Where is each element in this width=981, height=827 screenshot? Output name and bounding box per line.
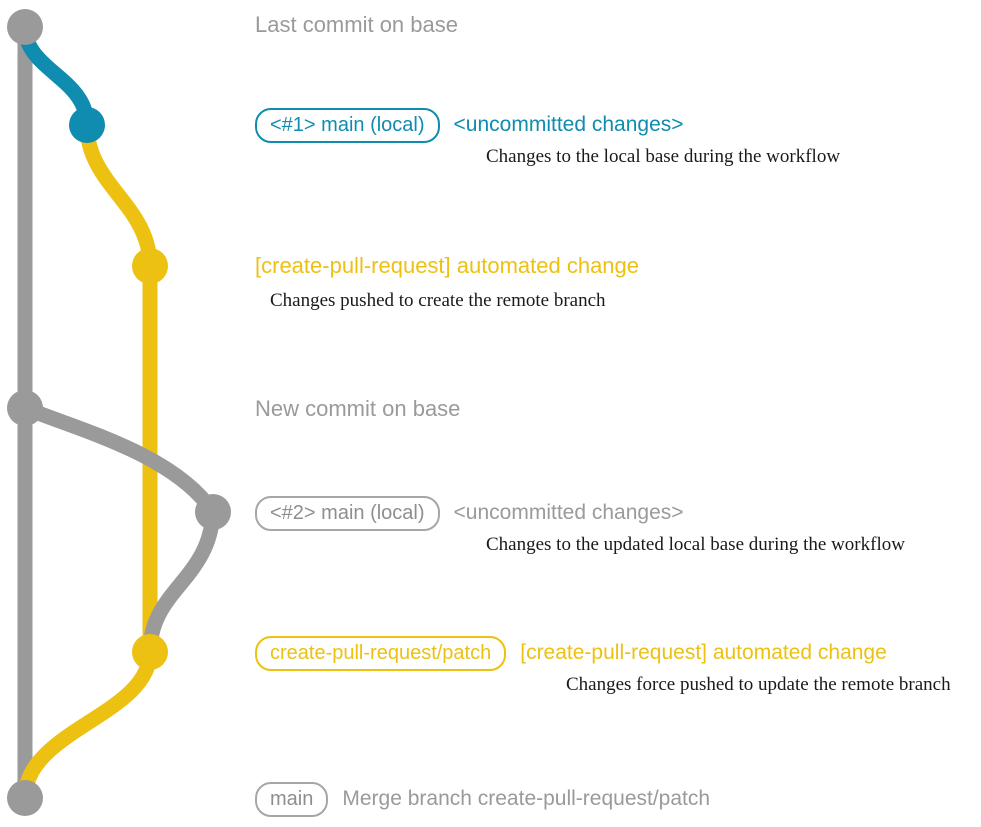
commit-subject-local-main-2: <uncommitted changes> <box>453 501 684 524</box>
commit-description-automated-change-2: Changes force pushed to update the remot… <box>566 674 951 695</box>
remote-branch-line-1 <box>79 117 158 274</box>
commit-description-local-main-1: Changes to the local base during the wor… <box>486 146 841 167</box>
commit-node-local-main-1[interactable] <box>69 107 105 143</box>
commit-description-automated-change-1: Changes pushed to create the remote bran… <box>270 290 606 311</box>
local-branch-line-2 <box>17 400 221 520</box>
commit-description-local-main-2: Changes to the updated local base during… <box>486 534 905 555</box>
commit-row-local-main-1: <#1> main (local) <uncommitted changes> <box>255 108 684 143</box>
local-to-remote-line <box>142 504 221 660</box>
commit-subject-automated-change-1: [create-pull-request] automated change <box>255 253 640 278</box>
commit-node-last-commit-on-base[interactable] <box>7 9 43 45</box>
commit-subject-merge-commit: Merge branch create-pull-request/patch <box>342 787 711 810</box>
commit-node-automated-change-2[interactable] <box>132 634 168 670</box>
branch-badge-main[interactable]: main <box>255 782 329 817</box>
commit-row-automated-change-2: create-pull-request/patch [create-pull-r… <box>255 636 887 671</box>
branch-badge-create-pull-request-patch[interactable]: create-pull-request/patch <box>255 636 507 671</box>
commit-node-new-commit-on-base[interactable] <box>7 390 43 426</box>
commit-row-merge-commit: main Merge branch create-pull-request/pa… <box>255 782 710 817</box>
commit-row-local-main-2: <#2> main (local) <uncommitted changes> <box>255 496 684 531</box>
commit-node-automated-change-1[interactable] <box>132 248 168 284</box>
commit-subject-automated-change-2: [create-pull-request] automated change <box>520 641 887 664</box>
branch-badge-local-main-2[interactable]: <#2> main (local) <box>255 496 440 531</box>
commit-subject-local-main-1: <uncommitted changes> <box>453 113 684 136</box>
commit-node-merge-commit[interactable] <box>7 780 43 816</box>
commit-subject-last-commit-on-base: Last commit on base <box>255 12 458 37</box>
merge-line <box>17 644 158 806</box>
branch-badge-local-main-1[interactable]: <#1> main (local) <box>255 108 440 143</box>
commit-node-local-main-2[interactable] <box>195 494 231 530</box>
commit-subject-new-commit-on-base: New commit on base <box>255 396 461 421</box>
